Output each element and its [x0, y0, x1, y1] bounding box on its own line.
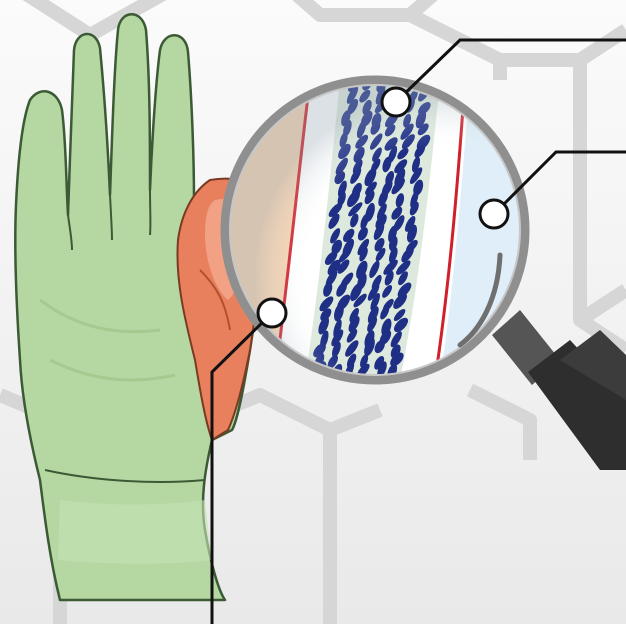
callout-marker-vessel-wall[interactable] — [258, 299, 286, 327]
callout-marker-blood-cells[interactable] — [382, 88, 410, 116]
magnifier-icon — [225, 71, 525, 383]
callout-marker-outer-layer[interactable] — [480, 200, 508, 228]
